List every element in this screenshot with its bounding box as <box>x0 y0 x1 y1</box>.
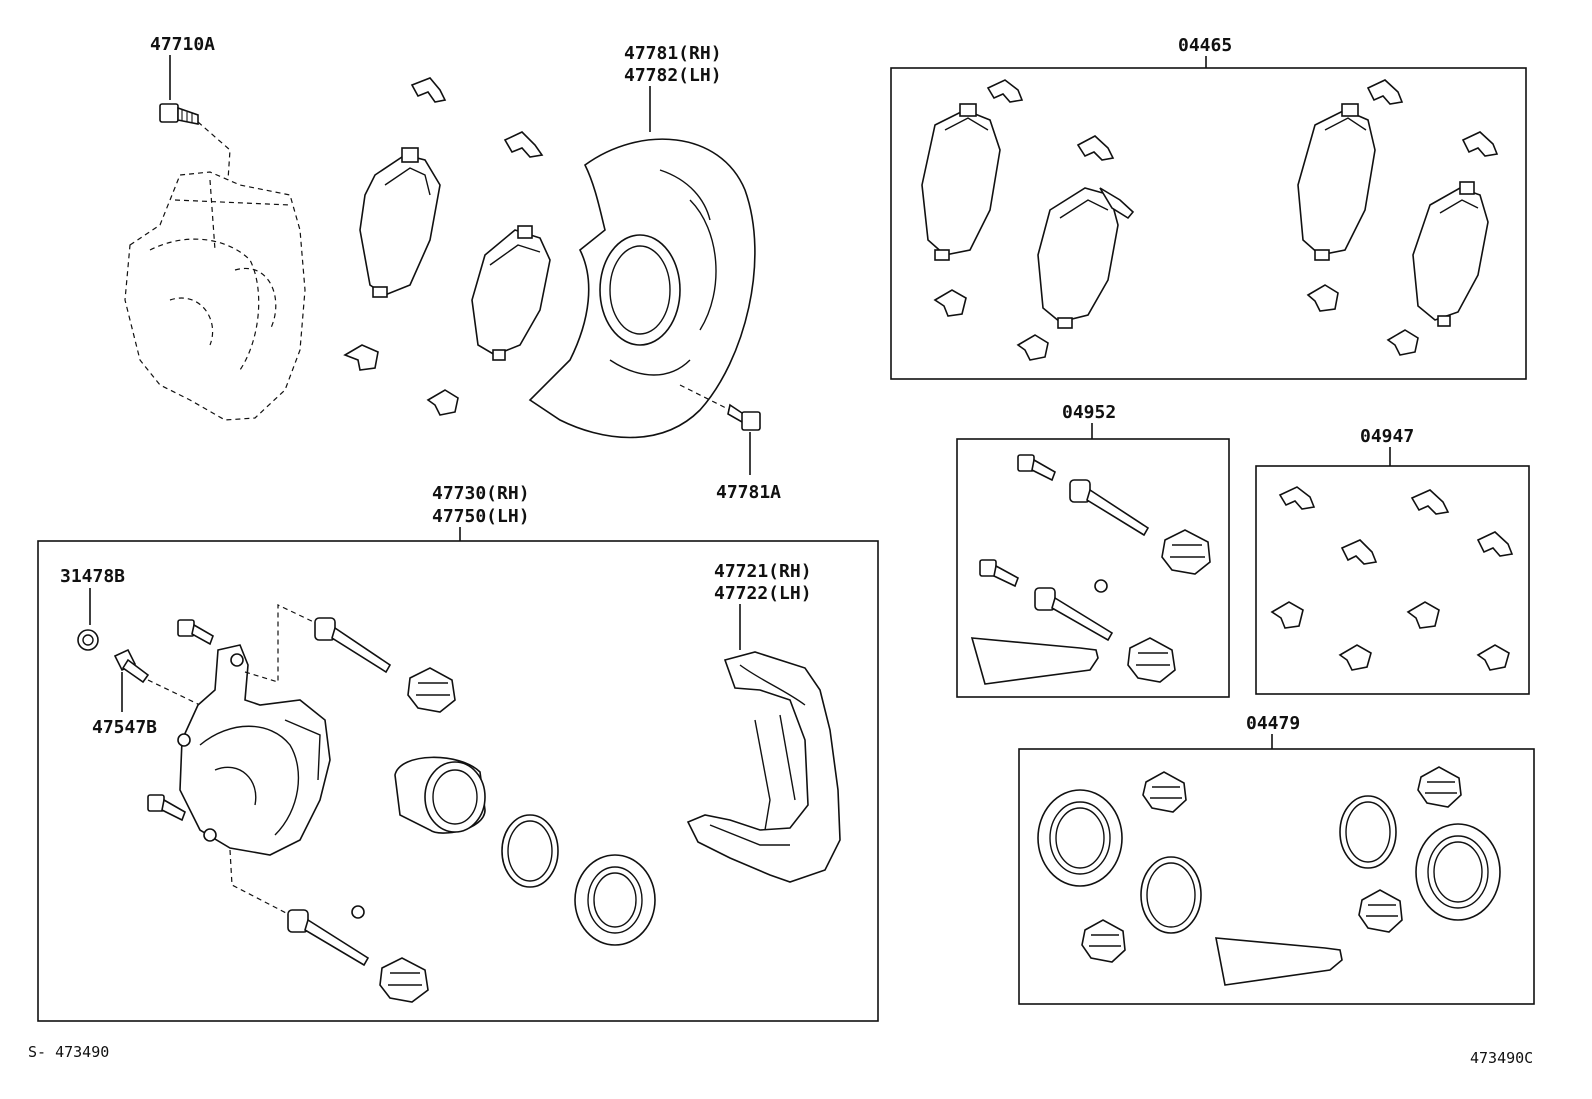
caliper-bolt-upper <box>177 619 214 646</box>
label-04479: 04479 <box>1246 713 1300 734</box>
label-47782-lh: 47782(LH) <box>624 65 722 86</box>
kit-04465-pad-2 <box>1037 187 1135 329</box>
boot-lower <box>379 957 429 1003</box>
washer-small <box>351 905 365 919</box>
brake-pad-left-2 <box>471 225 551 361</box>
bolt-47781A <box>679 384 761 475</box>
kit-04952-parts <box>970 454 1211 685</box>
caliper-body <box>177 644 331 856</box>
caliper-bolt-lower <box>147 794 186 822</box>
label-47730-rh: 47730(RH) <box>432 483 530 504</box>
kit-04465-pad-3 <box>1297 103 1376 261</box>
kit-04947-clips <box>1270 486 1514 671</box>
bolt-47710A <box>159 103 231 181</box>
caliper-housing-outline <box>124 171 306 421</box>
label-47721-rh: 47721(RH) <box>714 561 812 582</box>
pad-clip-a <box>410 77 447 103</box>
pad-clip-d <box>426 389 459 416</box>
disc-dust-shield <box>528 138 756 439</box>
bleeder-47547B <box>113 648 201 712</box>
kit-04479-parts <box>1037 766 1501 986</box>
kit-04465-pad-1 <box>921 103 1001 261</box>
label-47722-lh: 47722(LH) <box>714 583 812 604</box>
piston-boot <box>574 854 656 946</box>
piston-seal <box>501 814 559 888</box>
label-47781-rh: 47781(RH) <box>624 43 722 64</box>
label-47710A: 47710A <box>150 34 215 55</box>
label-47547B: 47547B <box>92 717 157 738</box>
caliper-mounting-bracket <box>686 651 841 883</box>
label-04465: 04465 <box>1178 35 1232 56</box>
kit-04465-box <box>890 67 1527 380</box>
label-04952: 04952 <box>1062 402 1116 423</box>
slide-pin-lower <box>229 849 370 967</box>
kit-04947-box <box>1255 465 1530 695</box>
cap-31478B <box>77 629 99 651</box>
caliper-assembly-box <box>37 540 879 1022</box>
slide-pin-upper <box>244 604 392 683</box>
footer-code-right: 473490C <box>1470 1049 1533 1067</box>
boot-upper <box>407 667 456 713</box>
brake-pad-left-1 <box>359 147 441 298</box>
kit-04465-clips <box>933 79 1499 361</box>
kit-04952-box <box>956 438 1230 698</box>
label-04947: 04947 <box>1360 426 1414 447</box>
kit-04465-pad-4 <box>1412 181 1489 327</box>
label-31478B: 31478B <box>60 566 125 587</box>
footer-code-left: S- 473490 <box>28 1043 109 1061</box>
kit-04479-box <box>1018 748 1535 1005</box>
label-47750-lh: 47750(LH) <box>432 506 530 527</box>
pad-clip-c <box>343 344 379 371</box>
label-47781A: 47781A <box>716 482 781 503</box>
piston <box>394 756 486 834</box>
pad-clip-b <box>503 131 544 158</box>
